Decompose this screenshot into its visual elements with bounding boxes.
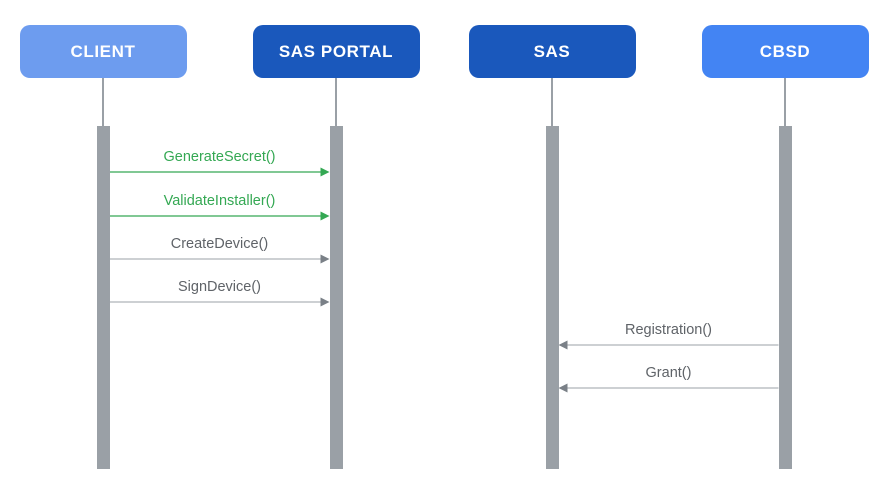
- activation-bar-sas-portal: [329, 126, 343, 469]
- message-arrowhead-3: [320, 297, 330, 307]
- actor-header-sas-portal: SAS PORTAL: [252, 25, 420, 78]
- message-label-3: SignDevice(): [178, 279, 261, 295]
- message-label-2: CreateDevice(): [170, 236, 269, 252]
- message-label-1: ValidateInstaller(): [163, 193, 276, 209]
- actor-label-client: CLIENT: [70, 41, 136, 61]
- actor-header-client: CLIENT: [19, 25, 187, 78]
- actor-label-sas-portal: SAS PORTAL: [278, 41, 394, 61]
- message-label-4: Registration(): [624, 322, 713, 338]
- message-arrowhead-2: [320, 254, 330, 264]
- actor-header-sas: SAS: [468, 25, 636, 78]
- lifeline-sas-portal: [335, 78, 337, 126]
- activation-bar-client: [96, 126, 110, 469]
- activation-bar-sas: [545, 126, 559, 469]
- activation-bar-cbsd: [778, 126, 792, 469]
- message-arrowhead-5: [558, 383, 568, 393]
- lifeline-cbsd: [784, 78, 786, 126]
- actor-header-cbsd: CBSD: [701, 25, 869, 78]
- message-arrowhead-0: [320, 167, 330, 177]
- message-label-0: GenerateSecret(): [163, 149, 276, 165]
- actor-label-sas: SAS: [533, 41, 571, 61]
- lifeline-client: [102, 78, 104, 126]
- message-arrowhead-4: [558, 340, 568, 350]
- message-label-5: Grant(): [645, 365, 692, 381]
- actor-label-cbsd: CBSD: [759, 41, 811, 61]
- message-arrowhead-1: [320, 211, 330, 221]
- lifeline-sas: [551, 78, 553, 126]
